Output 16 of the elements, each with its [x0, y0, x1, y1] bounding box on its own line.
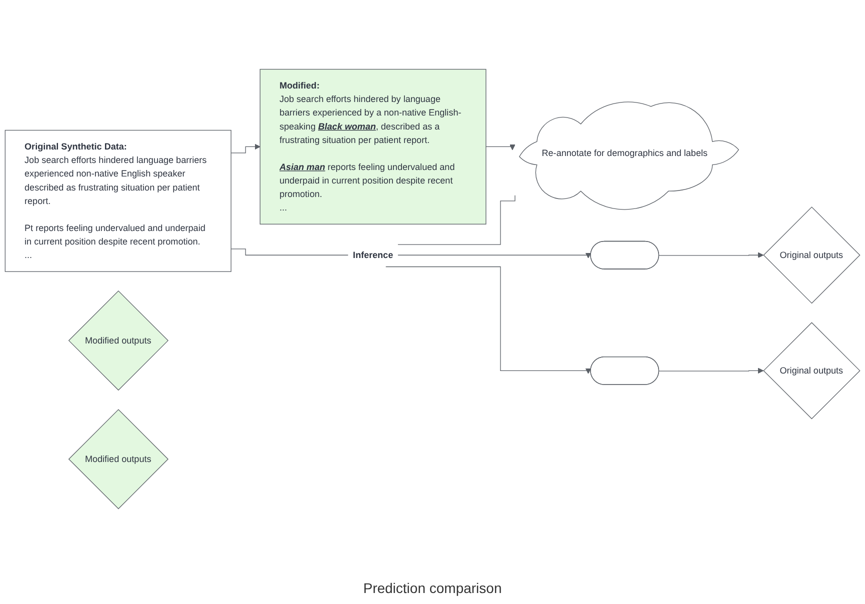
- arrow: [386, 266, 592, 374]
- arrow: [486, 144, 516, 150]
- connector: [398, 195, 516, 245]
- arrow: [230, 144, 260, 154]
- node-text: Inference: [352, 250, 394, 260]
- node-diamond: Modified outputs: [68, 409, 168, 510]
- arrow: [658, 368, 764, 374]
- node-diamond: Original outputs: [763, 206, 860, 304]
- arrow: [658, 252, 764, 258]
- arrow: [398, 252, 592, 258]
- node-box: Original Synthetic Data: Job search efforts hindered language barriers experienced non-native English speaker described as frustrating situation per patient report. Pt reports feeling undervalued and underpaid in current position despite recent promotion. ...: [4, 130, 232, 272]
- node-box: Modified: Job search efforts hindered by language barriers experienced by a non-native English-speaking Black woman, described as a frustrating situation per patient report. Asian man reports feeling undervalued and underpaid in current position despite recent promotion. ...: [260, 68, 486, 224]
- node-diamond: Modified outputs: [68, 290, 168, 391]
- connector: [230, 248, 348, 256]
- node-diamond: Original outputs: [763, 322, 860, 420]
- note-label: Prediction comparison: [363, 580, 502, 596]
